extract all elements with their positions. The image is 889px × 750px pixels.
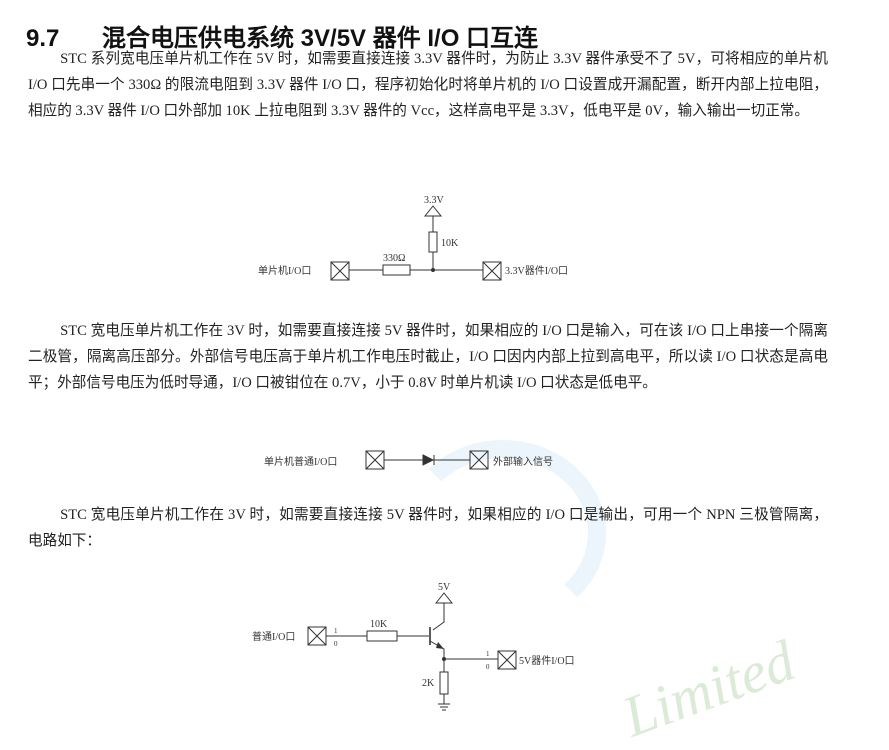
- diagram-diode-input: 单片机普通I/O口 外部输入信号: [264, 450, 553, 470]
- section-heading: 9.7 混合电压供电系统 3V/5V 器件 I/O 口互连: [26, 18, 538, 53]
- diode-icon: [422, 454, 435, 466]
- pullup-resistor: [428, 231, 438, 253]
- emitter-resistor-label: 2K: [422, 678, 435, 689]
- section-title: 混合电压供电系统 3V/5V 器件 I/O 口互连: [102, 25, 539, 52]
- right-port-icon: [469, 450, 489, 470]
- left-port-label: 普通I/O口: [252, 630, 295, 643]
- level-high-label: 1: [486, 650, 490, 658]
- right-port-icon: [482, 261, 502, 281]
- paragraph-3: STC 宽电压单片机工作在 3V 时，如需要直接连接 5V 器件时，如果相应的 …: [28, 507, 828, 550]
- right-port-label: 外部输入信号: [493, 455, 553, 468]
- ground-icon: [438, 694, 450, 711]
- paragraph-2: STC 宽电压单片机工作在 3V 时，如需要直接连接 5V 器件时，如果相应的 …: [28, 323, 828, 392]
- level-low-label: 0: [334, 640, 338, 648]
- right-port-icon: [497, 650, 517, 670]
- series-resistor: [382, 264, 411, 276]
- left-port-label: 单片机普通I/O口: [264, 455, 337, 468]
- right-port-label: 3.3V器件I/O口: [505, 265, 568, 277]
- level-low-label: 0: [486, 663, 490, 671]
- paragraph-1: STC 系列宽电压单片机工作在 5V 时，如需要直接连接 3.3V 器件时，为防…: [28, 51, 828, 120]
- left-port-icon: [365, 450, 385, 470]
- right-port-label: 5V器件I/O口: [519, 655, 575, 667]
- vcc-arrow-icon: [434, 592, 454, 604]
- section-number: 9.7: [26, 25, 60, 52]
- vcc-label: 5V: [438, 582, 451, 593]
- level-high-label: 1: [334, 627, 338, 635]
- base-resistor-label: 10K: [370, 619, 388, 630]
- base-resistor: [366, 630, 398, 642]
- left-port-label: 单片机I/O口: [258, 264, 311, 277]
- vcc-label: 3.3V: [424, 195, 445, 206]
- vcc-arrow-icon: [423, 205, 443, 217]
- series-label: 330Ω: [383, 253, 405, 264]
- left-port-icon: [330, 261, 350, 281]
- left-port-icon: [307, 626, 327, 646]
- emitter-resistor: [439, 671, 449, 695]
- pullup-label: 10K: [441, 238, 459, 249]
- diagram-npn-output: 5V 普通I/O口 1 0 10K 1 0 5V器件I/O口 2K: [252, 582, 575, 711]
